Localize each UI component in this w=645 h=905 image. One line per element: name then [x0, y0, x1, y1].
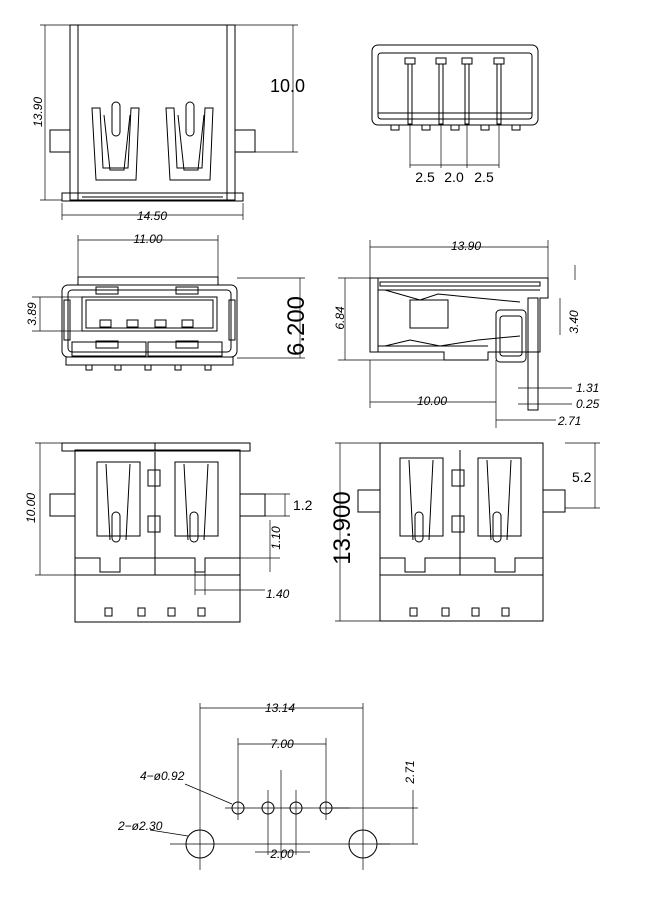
- dim-side-pin-offset: 3.40: [567, 310, 581, 334]
- view-side: 13.90 6.84 3.40 10.00 1.31 0.25 2.71: [333, 239, 600, 428]
- signal-hole-3: [289, 801, 303, 815]
- mount-hole-left: [185, 829, 215, 859]
- dim-footprint-row-offset: 2.71: [403, 760, 417, 784]
- dim-front-depth: 10.0: [270, 76, 305, 96]
- dim-port-height: 3.89: [25, 302, 39, 326]
- dim-side-pin-thick: 0.25: [576, 397, 600, 411]
- view-footprint: 13.14 7.00 2.71 4−ø0.92 2−ø2.30 2.00: [117, 701, 418, 870]
- label-mount-holes: 2−ø2.30: [117, 819, 163, 833]
- dim-footprint-pin-span: 7.00: [270, 737, 294, 751]
- dim-side-pin-pos: 2.71: [557, 414, 581, 428]
- view-rear-pins: 2.5 2.0 2.5: [371, 44, 539, 185]
- dim-bottom-right-tab: 5.2: [572, 469, 592, 485]
- view-front-top: 13.90 14.50 10.0: [31, 24, 305, 223]
- signal-hole-2: [261, 801, 275, 815]
- mount-hole-right: [348, 829, 378, 859]
- dim-pitch-right: 2.5: [474, 169, 494, 185]
- dim-pitch-left: 2.5: [415, 169, 435, 185]
- dim-bottom-height: 10.00: [24, 493, 38, 523]
- dim-front-width: 14.50: [137, 209, 167, 223]
- dim-side-body: 10.00: [417, 394, 447, 408]
- dim-front-height: 13.90: [31, 97, 45, 127]
- label-signal-holes: 4−ø0.92: [140, 769, 185, 783]
- dim-bottom-tab: 1.2: [293, 497, 313, 513]
- dim-side-pin-len: 1.31: [576, 381, 599, 395]
- signal-hole-1: [231, 801, 245, 815]
- dim-bottom-right-height: 13.900: [329, 491, 356, 564]
- dim-bottom-slot-w: 1.40: [266, 587, 290, 601]
- dim-pitch-center: 2.0: [444, 169, 464, 185]
- dim-side-height: 6.84: [333, 306, 347, 330]
- view-bottom-left: 10.00 1.2 1.10 1.40: [24, 442, 313, 623]
- dim-footprint-span: 13.14: [265, 701, 295, 715]
- dim-port-width: 11.00: [133, 232, 162, 246]
- dim-side-length: 13.90: [451, 239, 481, 253]
- view-front-port: 11.00 3.89 6.200: [25, 232, 310, 371]
- dim-footprint-pitch: 2.00: [269, 847, 294, 861]
- dim-bottom-slot-h: 1.10: [269, 526, 283, 550]
- view-bottom-right: 13.900 5.2: [329, 442, 600, 622]
- dim-port-total-height: 6.200: [283, 296, 310, 356]
